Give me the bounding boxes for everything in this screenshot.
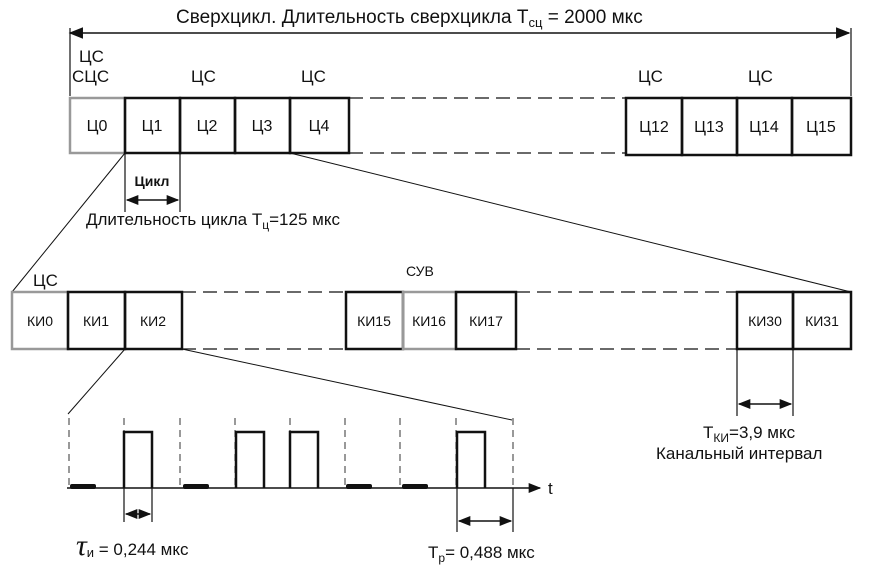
cell-c13-label: Ц13 [694,119,724,136]
zero-bits [70,484,428,489]
cycle-duration: Длительность цикла Тц=125 мкс [86,210,340,232]
label-cs-c4: ЦС [301,67,326,86]
zoom-line-left [11,152,126,293]
cell-c1-label: Ц1 [142,118,163,135]
cell-c14-label: Ц14 [749,119,779,136]
cell-ki30-label: КИ30 [748,313,782,329]
cycle-cells-right: Ц12 Ц13 Ц14 Ц15 [624,96,853,157]
label-scs-c0: СЦС [72,67,109,86]
channel-cells-c: КИ30 КИ31 [735,290,853,351]
pulses [122,430,487,488]
cell-c4 [288,96,351,155]
cell-ki31-label: КИ31 [805,313,839,329]
superframe-title: Сверхцикл. Длительность сверхцикла Тсц =… [176,7,643,30]
cell-ki0-label: КИ0 [27,313,53,329]
cell-ki17 [454,290,518,351]
channel-interval-label: Канальный интервал [656,444,822,463]
cell-c0-label: Ц0 [87,118,108,135]
zoom2-line-right [181,348,513,421]
channel-cells-a: КИ0 КИ1 КИ2 [10,290,184,351]
cell-ki2-label: КИ2 [140,313,166,329]
cell-ki31 [791,290,853,351]
cell-ki1-label: КИ1 [83,313,109,329]
label-cs-c0: ЦС [79,47,104,66]
tki-label: ТКИ=3,9 мкс [703,423,796,445]
label-cs-c14: ЦС [748,67,773,86]
label-suv: СУВ [406,263,434,279]
cell-ki15-label: КИ15 [357,313,391,329]
time-axis-label: t [548,479,553,498]
tau-label: τи = 0,244 мкс [76,529,189,562]
label-cs-c2: ЦС [191,67,216,86]
channel-cells-b: КИ15 КИ16 КИ17 [344,290,518,351]
cycle-cells-left: Ц0 Ц1 Ц2 Ц3 Ц4 [68,96,351,155]
cell-c15 [790,96,853,157]
cell-c3-label: Ц3 [252,118,273,135]
cell-ki16-label: КИ16 [412,313,446,329]
zoom-line-right [289,152,852,293]
zoom2-line-left [67,348,126,415]
cell-c12-label: Ц12 [639,119,669,136]
cycle-label: Цикл [135,173,170,189]
cell-c4-label: Ц4 [309,118,330,135]
tr-label: Тр= 0,488 мкс [428,543,535,565]
cell-ki2 [123,290,184,351]
cell-c2-label: Ц2 [197,118,218,135]
label-cs-c12: ЦС [638,67,663,86]
label-cs-ki0: ЦС [33,271,58,290]
cell-c15-label: Ц15 [806,119,836,136]
cell-ki17-label: КИ17 [469,313,503,329]
